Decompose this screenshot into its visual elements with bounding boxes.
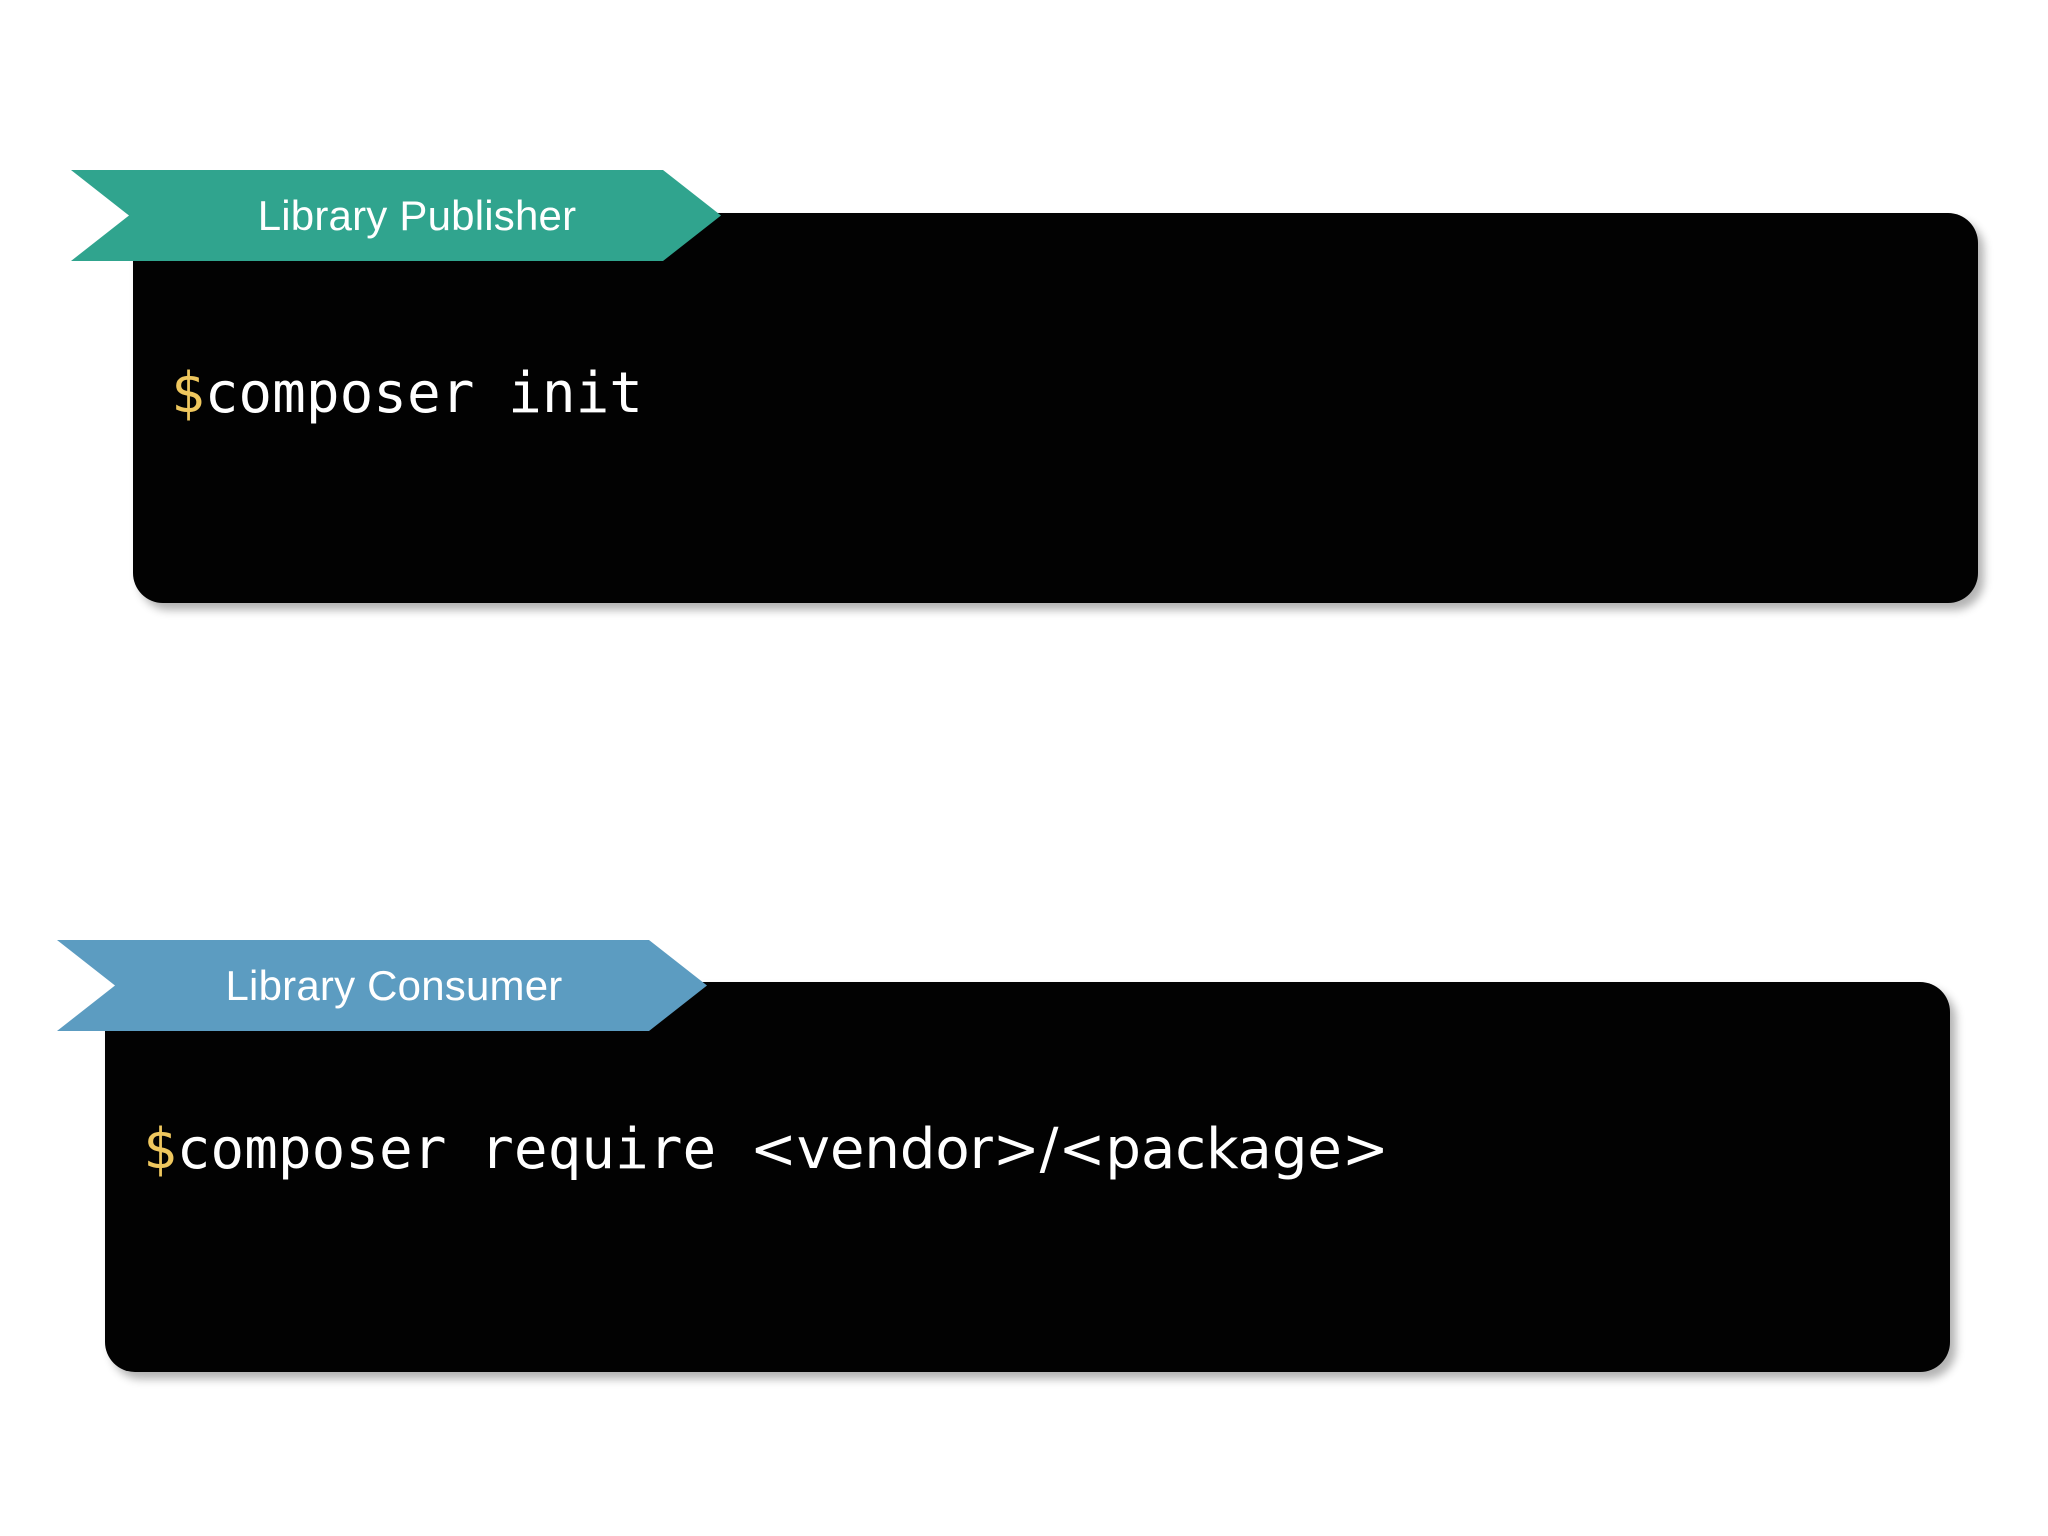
publisher-terminal-box: $ composer init	[133, 213, 1978, 603]
publisher-command-line: $ composer init	[171, 366, 643, 422]
publisher-prompt-symbol: $	[171, 361, 205, 426]
consumer-command-text: composer require	[176, 1117, 750, 1182]
publisher-command-text: composer init	[204, 361, 644, 426]
publisher-ribbon-banner: Library Publisher	[71, 170, 721, 261]
consumer-ribbon-label: Library Consumer	[225, 961, 563, 1009]
consumer-terminal-box: $ composer require <vendor>/<package>	[105, 982, 1950, 1372]
consumer-prompt-symbol: $	[143, 1117, 177, 1182]
consumer-command-line: $ composer require <vendor>/<package>	[143, 1122, 1389, 1178]
consumer-command-argument: <vendor>/<package>	[749, 1117, 1389, 1182]
consumer-ribbon-banner: Library Consumer	[57, 940, 707, 1031]
publisher-ribbon-label: Library Publisher	[257, 191, 577, 239]
